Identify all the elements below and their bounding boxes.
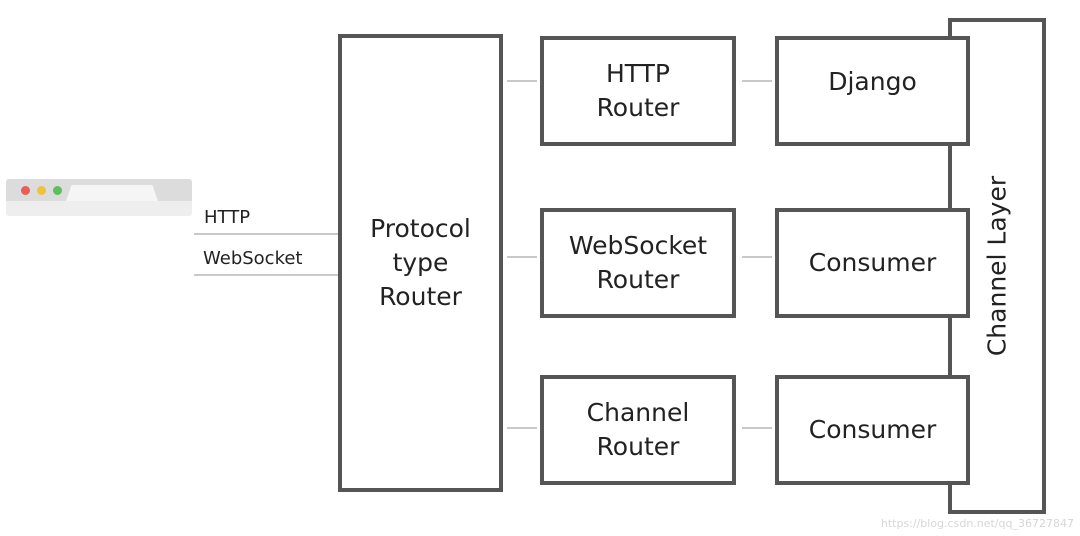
http-router-label: HTTP Router [596,59,680,122]
consumer-box-2: Consumer [775,375,970,485]
channel-router-box: Channel Router [540,375,736,485]
websocket-router-box: WebSocket Router [540,208,736,318]
consumer-label-2: Consumer [808,415,937,444]
consumer-box-1: Consumer [775,208,970,318]
protocol-type-router-label: Protocol type Router [370,214,471,311]
connector-http-router [507,80,537,82]
django-box: Django [775,36,970,146]
connector-consumer-2 [742,427,772,429]
websocket-connection-line [194,274,338,276]
protocol-type-router-box: Protocol type Router [338,34,503,492]
websocket-router-label: WebSocket Router [568,231,708,294]
close-dot-icon [21,186,30,195]
connector-websocket-router [507,256,537,258]
watermark-text: https://blog.csdn.net/qq_36727847 [880,517,1074,530]
consumer-label-1: Consumer [808,248,937,277]
django-label: Django [828,67,917,96]
channel-layer-label: Channel Layer [982,175,1012,357]
websocket-connection-label: WebSocket [203,248,303,269]
http-router-box: HTTP Router [540,36,736,146]
connector-consumer-1 [742,256,772,258]
browser-window-icon [6,179,192,216]
connector-django [742,80,772,82]
minimize-dot-icon [37,186,46,195]
maximize-dot-icon [53,186,62,195]
connector-channel-router [507,427,537,429]
http-connection-line [194,233,338,235]
browser-tab [66,185,158,201]
http-connection-label: HTTP [204,207,251,228]
channel-router-label: Channel Router [586,398,690,461]
